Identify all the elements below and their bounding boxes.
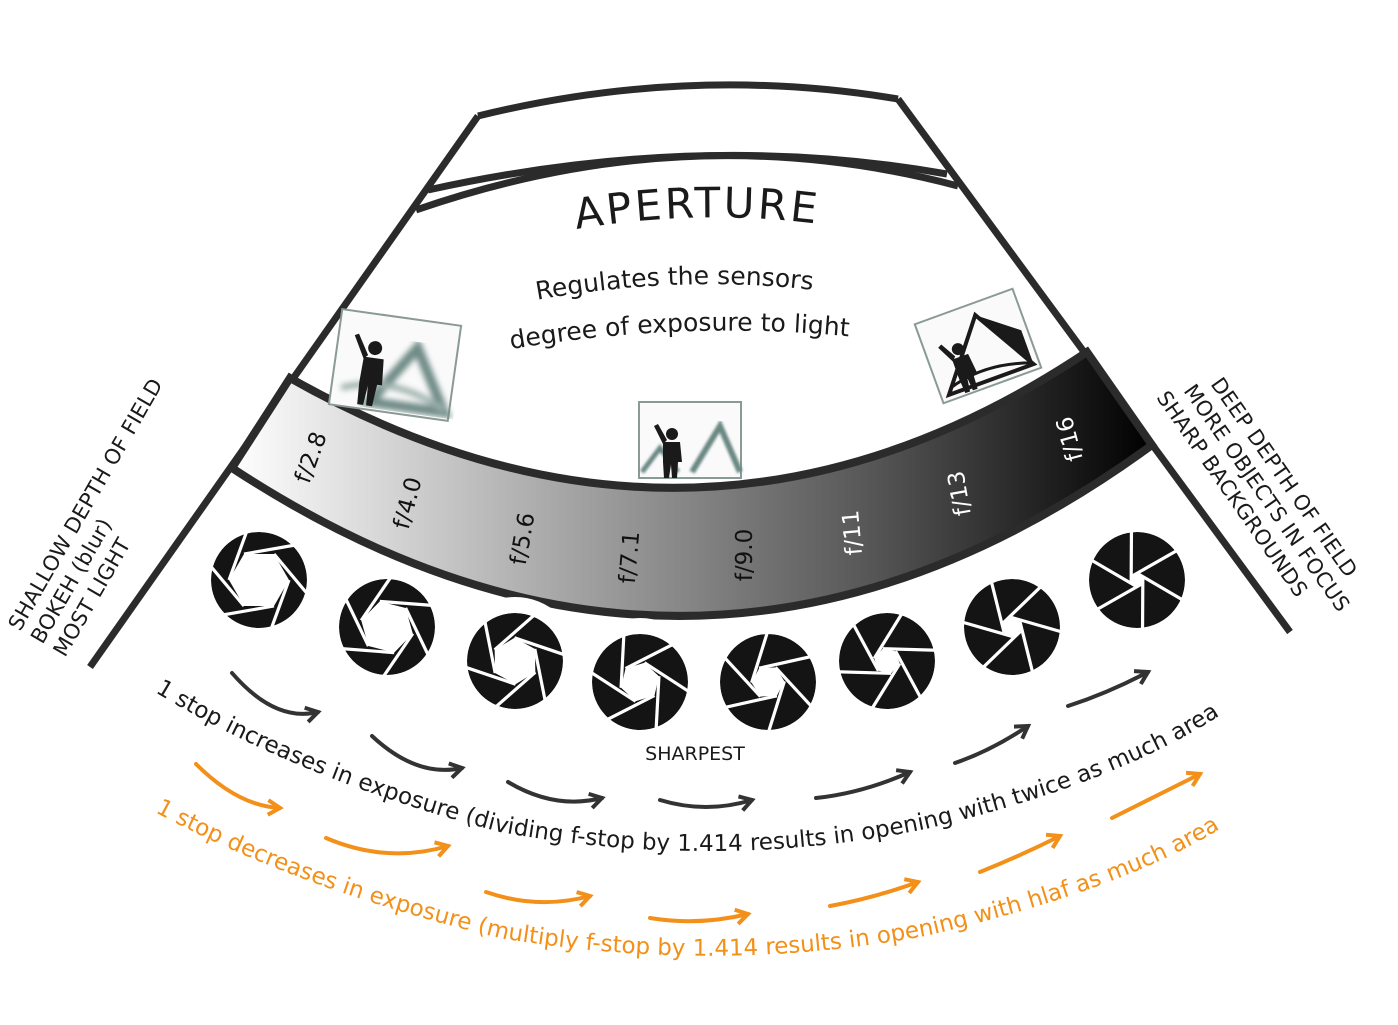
fstop-label: f/11 [838, 509, 868, 556]
arrow-right-icon-head [448, 761, 466, 780]
left-labels: SHALLOW DEPTH OF FIELD BOKEH (blur) MOST… [4, 374, 168, 660]
aperture-blade-icon [1073, 516, 1201, 644]
arrow-right-icon-head [1133, 669, 1152, 686]
arrow-left-icon-head [1045, 832, 1064, 849]
decrease-arrows [194, 762, 1204, 926]
aperture-blade-icon [576, 618, 704, 746]
fstop-label: f/7.1 [615, 530, 645, 585]
arrow-right-icon [814, 770, 912, 800]
arrow-right-icon [1066, 670, 1150, 708]
arrow-right-icon [230, 671, 320, 716]
photo-medium-focus-icon [638, 401, 743, 479]
fstop-label: f/9.0 [732, 529, 758, 581]
sharpest-label: SHARPEST [645, 743, 745, 765]
fstop-band [226, 346, 1158, 620]
aperture-blade-icon [704, 618, 832, 746]
arrow-right-icon-head [737, 794, 756, 812]
increase-arrows [230, 669, 1152, 812]
arrow-right-icon [953, 724, 1030, 765]
arrow-left-icon-head [903, 877, 922, 895]
aperture-icons [195, 516, 1201, 746]
aperture-blade-icon [823, 597, 951, 725]
frame-title-lower-arc [414, 152, 959, 214]
arrow-left-icon-head [433, 840, 452, 858]
arrow-left-icon [648, 912, 750, 924]
aperture-blade-icon [195, 516, 323, 644]
arrow-right-icon [658, 798, 754, 809]
aperture-blade-icon [948, 563, 1076, 691]
right-label-focus: MORE OBJECTS IN FOCUS [1179, 380, 1355, 616]
photo-blurred-background-icon [327, 307, 463, 423]
arrow-right-icon [506, 780, 604, 804]
arrow-left-icon [828, 880, 920, 908]
arrow-left-icon-head [266, 798, 284, 817]
arrow-right-icon-head [304, 705, 322, 724]
arrow-left-icon [194, 762, 282, 810]
arrow-left-icon [324, 836, 450, 856]
arrow-left-icon-head [734, 907, 752, 926]
subtitle-line-2: degree of exposure to light [507, 308, 851, 355]
decrease-caption: 1 stop decreases in exposure (multiply f… [152, 794, 1223, 961]
arrow-right-icon [370, 734, 464, 772]
subtitle-line-1: Regulates the sensors [533, 261, 815, 306]
arrow-right-icon-head [1013, 723, 1032, 740]
arrow-right-icon-head [895, 768, 914, 785]
arrow-left-icon [978, 834, 1062, 874]
arrow-left-icon-head [576, 890, 594, 908]
arrow-left-icon [1110, 772, 1202, 820]
aperture-blade-icon [323, 563, 451, 691]
frame-top-arc [477, 81, 899, 120]
aperture-blade-icon [451, 597, 579, 725]
photo-sharp-background-icon [913, 287, 1043, 405]
arrow-left-icon-head [1185, 770, 1204, 787]
arrow-left-icon [484, 890, 592, 905]
page-title: APERTURE [571, 178, 823, 239]
arrow-right-icon-head [588, 791, 606, 810]
